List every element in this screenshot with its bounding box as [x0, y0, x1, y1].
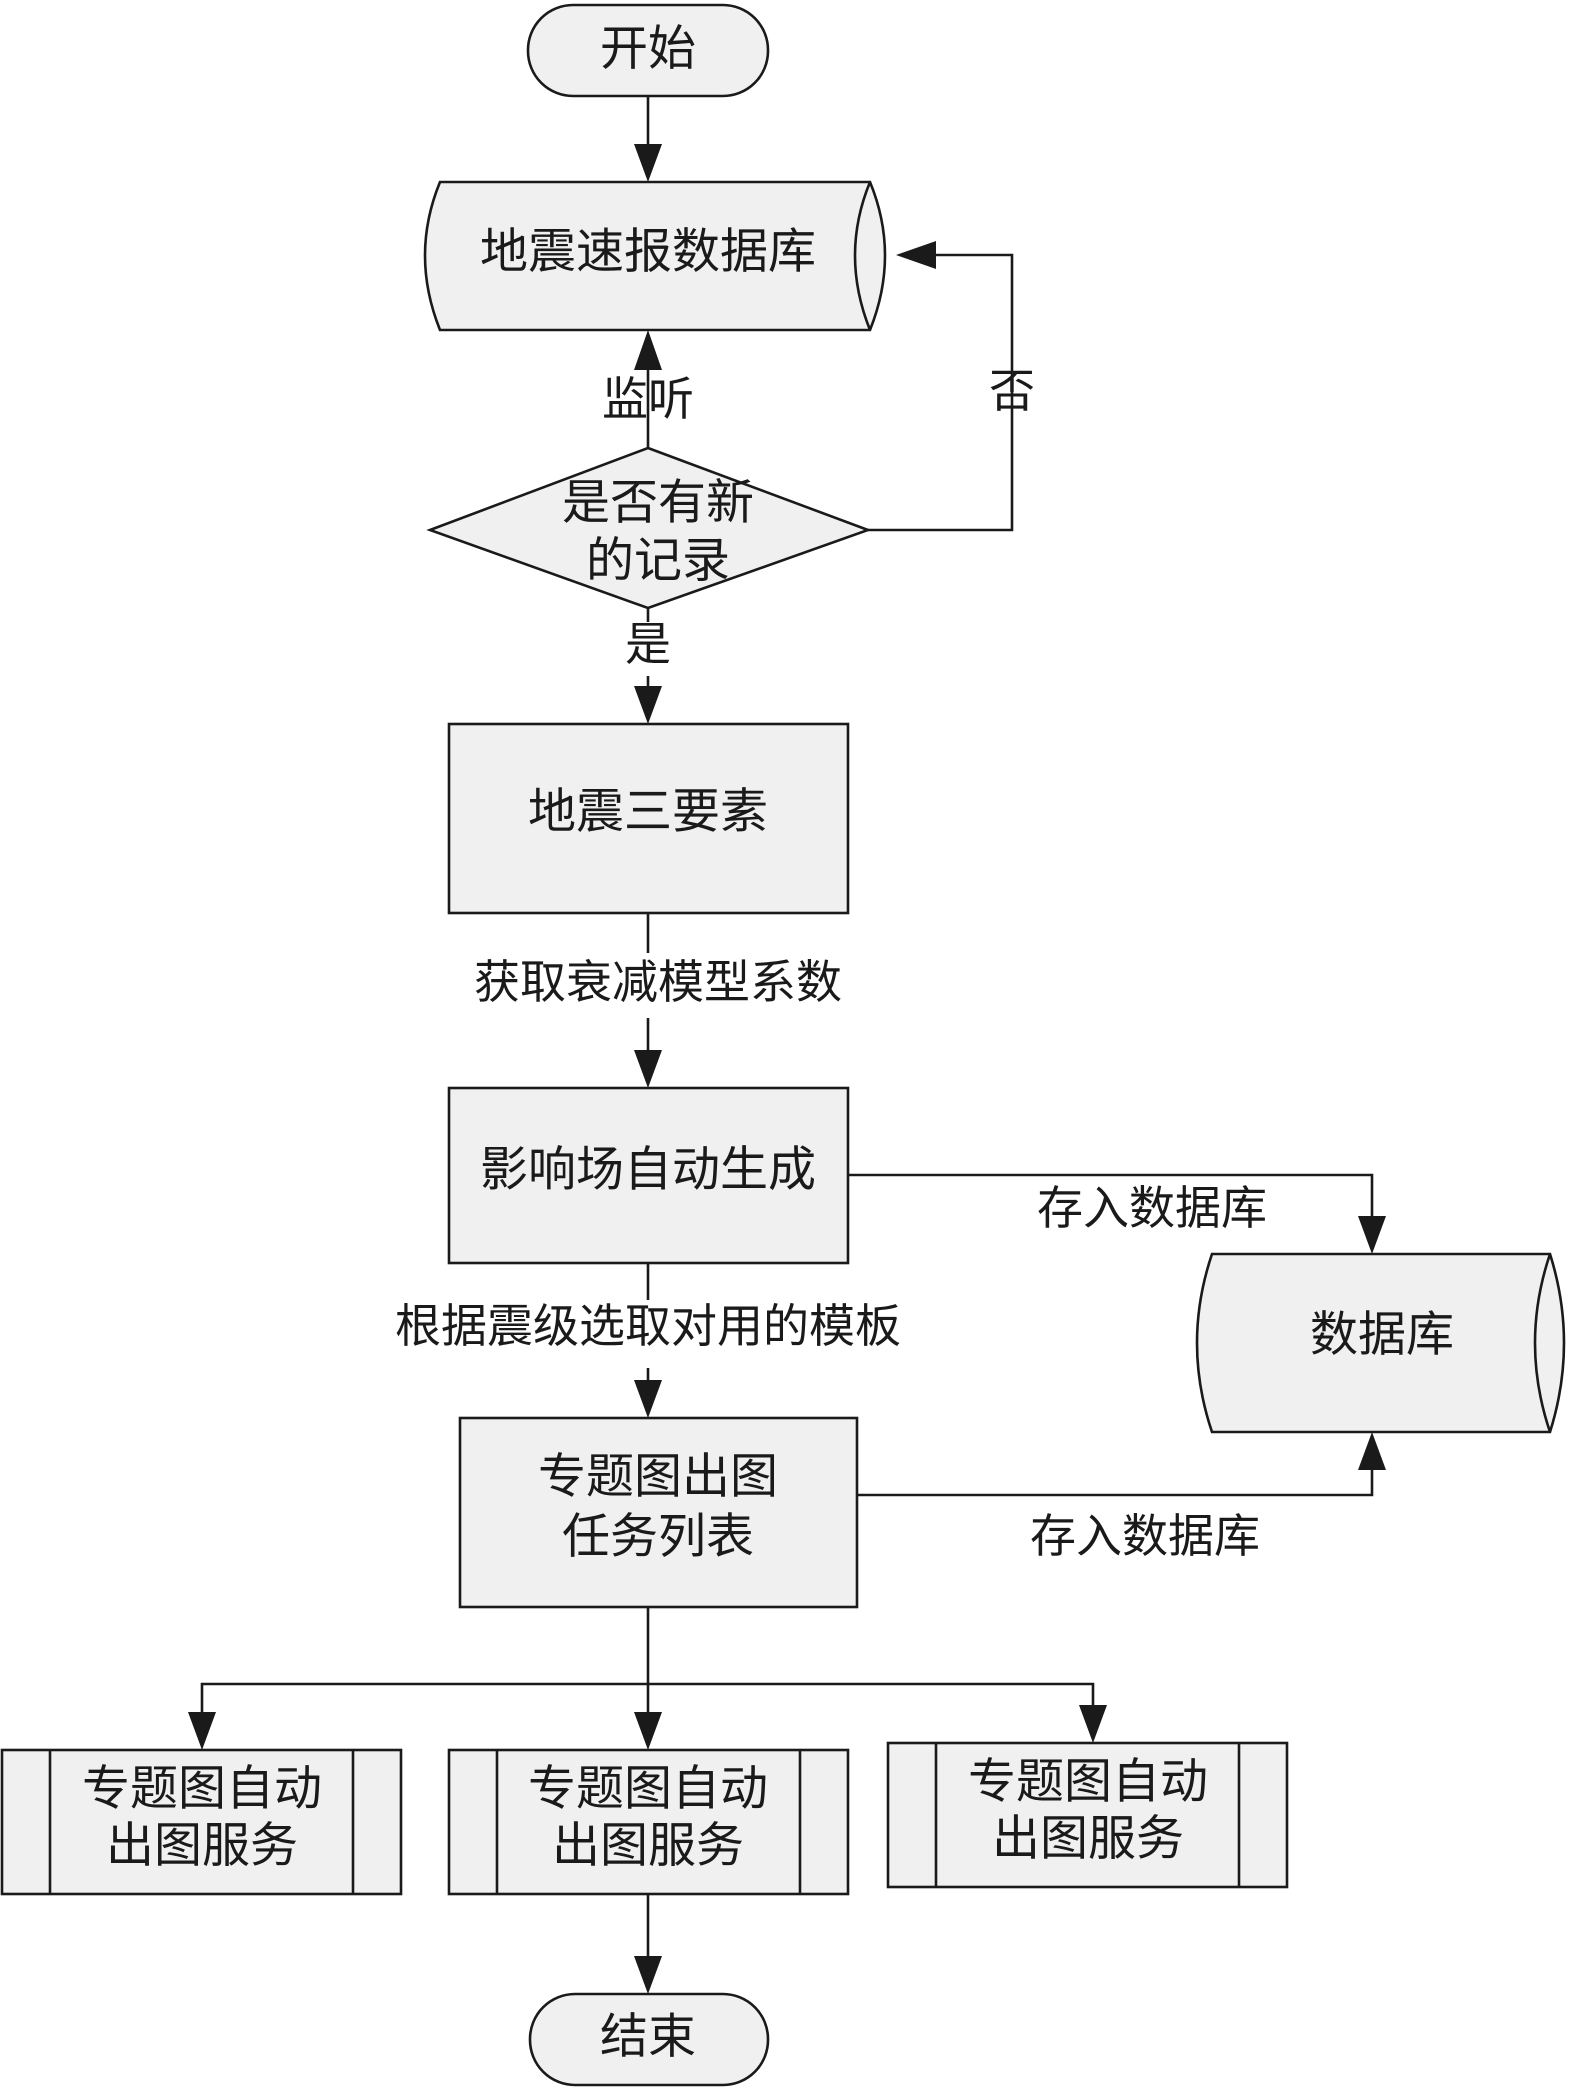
arrowhead-down: [634, 1956, 662, 1994]
edge-tasks-to-database: [857, 1463, 1374, 1497]
map-service-2-label-line2: 出图服务: [552, 1818, 744, 1874]
end-node: 结束: [528, 1992, 770, 2087]
task-list-label-line1: 专题图出图: [538, 1449, 778, 1505]
quick-report-db-label: 地震速报数据库: [480, 224, 816, 280]
end-label: 结束: [600, 2009, 696, 2065]
arrowhead-down: [634, 144, 662, 182]
arrowhead-down: [634, 1050, 662, 1088]
connectors: [188, 96, 1386, 1994]
start-terminator-shape: [526, 3, 770, 98]
quick-report-db-edge-arc: [853, 181, 872, 331]
map-service-1-label-line2: 出图服务: [106, 1818, 298, 1874]
map-service-2-box: [447, 1748, 850, 1896]
task-list-node: 专题图出图 任务列表: [458, 1416, 859, 1609]
task-list-label-line2: 任务列表: [562, 1509, 754, 1565]
map-service-2-node: 专题图自动 出图服务: [447, 1748, 850, 1896]
three-elements-label: 地震三要素: [528, 784, 768, 840]
edge-label-select-template: 根据震级选取对用的模板: [395, 1299, 901, 1353]
database-node: 数据库: [1195, 1252, 1566, 1434]
three-elements-box: [447, 722, 850, 915]
map-service-3-box: [886, 1741, 1289, 1889]
arrowhead-left: [896, 241, 936, 269]
map-service-1-label-line1: 专题图自动: [82, 1761, 322, 1817]
arrowhead-down: [188, 1712, 216, 1750]
edge-label-listen: 监听: [602, 372, 694, 426]
end-terminator-shape: [528, 1992, 770, 2087]
decision-diamond-shape: [426, 446, 872, 610]
database-label: 数据库: [1310, 1307, 1454, 1363]
map-service-3-node: 专题图自动 出图服务: [886, 1741, 1289, 1889]
arrowhead-down: [634, 1380, 662, 1418]
arrowhead-down: [1079, 1705, 1107, 1743]
influence-field-node: 影响场自动生成: [447, 1086, 850, 1265]
three-elements-node: 地震三要素: [447, 722, 850, 915]
edge-influence-to-database: [848, 1173, 1374, 1222]
database-edge-arc: [1533, 1253, 1552, 1433]
map-service-3-label-line1: 专题图自动: [968, 1754, 1208, 1810]
arrowhead-up: [634, 330, 662, 370]
edge-label-store-db-2: 存入数据库: [1030, 1509, 1260, 1563]
decision-label-line2: 的记录: [586, 533, 730, 589]
start-label: 开始: [600, 21, 696, 77]
edge-label-yes: 是: [625, 617, 671, 671]
edge-labels: 监听 否 是 获取衰减模型系数 根据震级选取对用的模板 存入数据库 存入数据库: [395, 364, 1267, 1563]
edge-label-get-attenuation: 获取衰减模型系数: [474, 955, 842, 1009]
map-service-3-label-line2: 出图服务: [992, 1811, 1184, 1867]
edge-label-store-db-1: 存入数据库: [1037, 1181, 1267, 1235]
arrowhead-down: [634, 686, 662, 724]
influence-field-label: 影响场自动生成: [480, 1142, 816, 1198]
quick-report-db-node: 地震速报数据库: [423, 180, 887, 332]
arrowhead-down: [1358, 1216, 1386, 1254]
arrowhead-down: [634, 1712, 662, 1750]
map-service-1-node: 专题图自动 出图服务: [0, 1748, 403, 1896]
map-service-1-box: [0, 1748, 403, 1896]
arrowhead-up: [1358, 1432, 1386, 1470]
edge-label-no: 否: [989, 364, 1035, 418]
influence-field-box: [447, 1086, 850, 1265]
decision-label-line1: 是否有新: [562, 475, 754, 531]
map-service-2-label-line1: 专题图自动: [528, 1761, 768, 1817]
decision-node: 是否有新 的记录: [426, 446, 872, 610]
start-node: 开始: [526, 3, 770, 98]
task-list-box: [458, 1416, 859, 1609]
edge-no-loop: [868, 253, 1014, 532]
